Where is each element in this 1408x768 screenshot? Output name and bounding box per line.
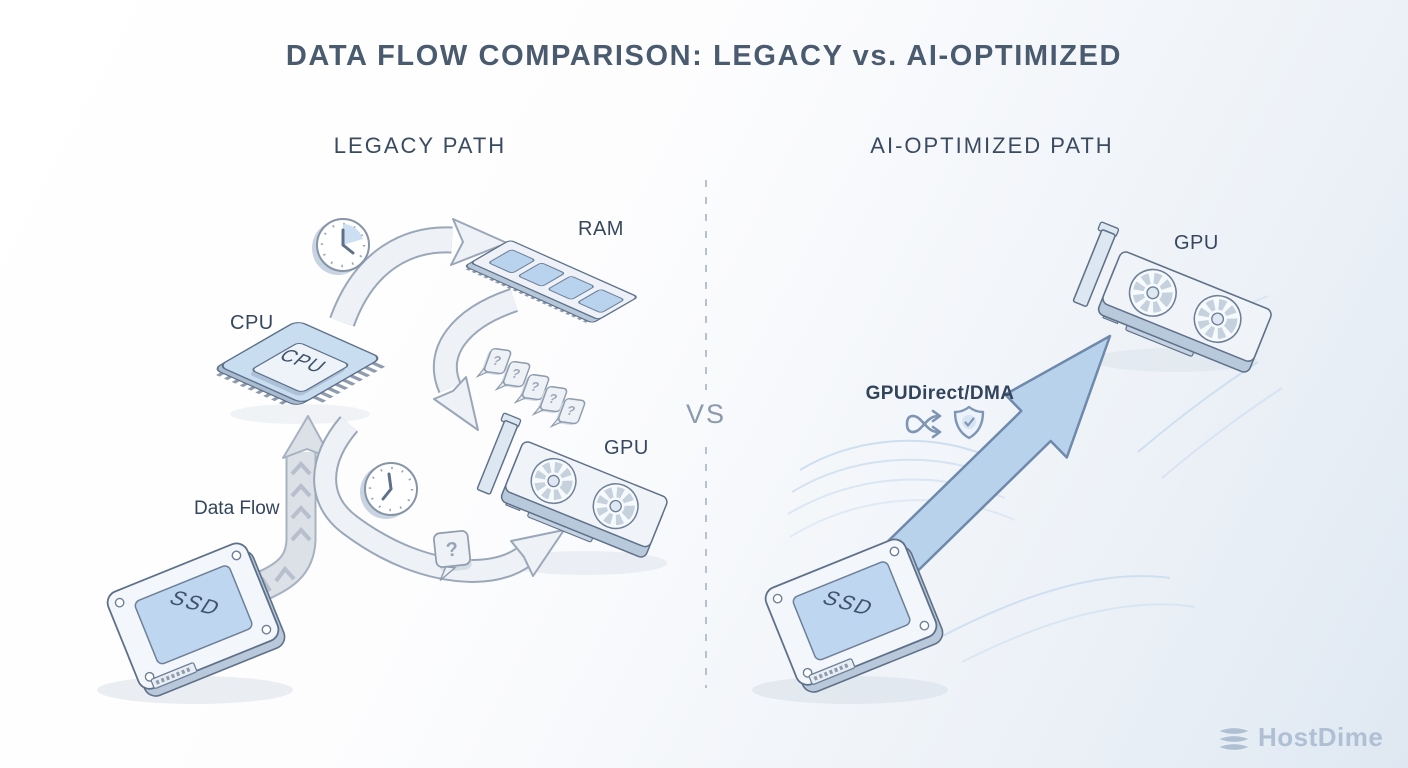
vs-label: VS [685,399,727,429]
gpu-label: GPU [1174,232,1219,254]
ram-module-graphic [465,240,637,324]
brand-name: HostDime [1258,722,1384,752]
optimized-path-heading: AI-OPTIMIZED PATH [870,133,1114,158]
legacy-diagram: ? ? ? ? ? [97,217,675,704]
ram-label: RAM [578,218,624,240]
optimized-diagram [752,222,1282,704]
question-tiles-row: ? ? ? ? ? [476,346,587,431]
data-flow-label: Data Flow [194,498,280,519]
hostdime-logo-icon [1216,726,1252,752]
question-bubble-icon: ? [433,530,472,581]
ssd-drive-graphic [102,536,291,703]
page-title: DATA FLOW COMPARISON: LEGACY vs. AI-OPTI… [285,40,1123,72]
gpu-card-graphic [471,413,675,563]
question-tile-icon: ? [495,359,532,394]
question-tile-icon: ? [514,372,551,407]
question-tile-icon: ? [476,346,513,381]
shield-check-icon [953,405,985,440]
legacy-path-heading: LEGACY PATH [333,133,507,158]
cpu-chip-graphic [216,322,386,406]
question-glyph: ? [445,538,459,561]
shuffle-arrows-icon [905,409,942,439]
cpu-to-ram-arrow [329,218,508,327]
ram-to-gpu-arrow [432,288,519,431]
gpudirect-dma-label: GPUDirect/DMA [865,383,1015,404]
cpu-to-gpu-scurve-arrow [313,416,565,584]
question-tile-icon: ? [550,396,587,431]
cpu-label: CPU [230,312,274,334]
gpu-label: GPU [604,437,649,459]
clock-icon [358,461,419,521]
question-tile-icon: ? [532,384,569,419]
clock-icon [310,217,371,277]
